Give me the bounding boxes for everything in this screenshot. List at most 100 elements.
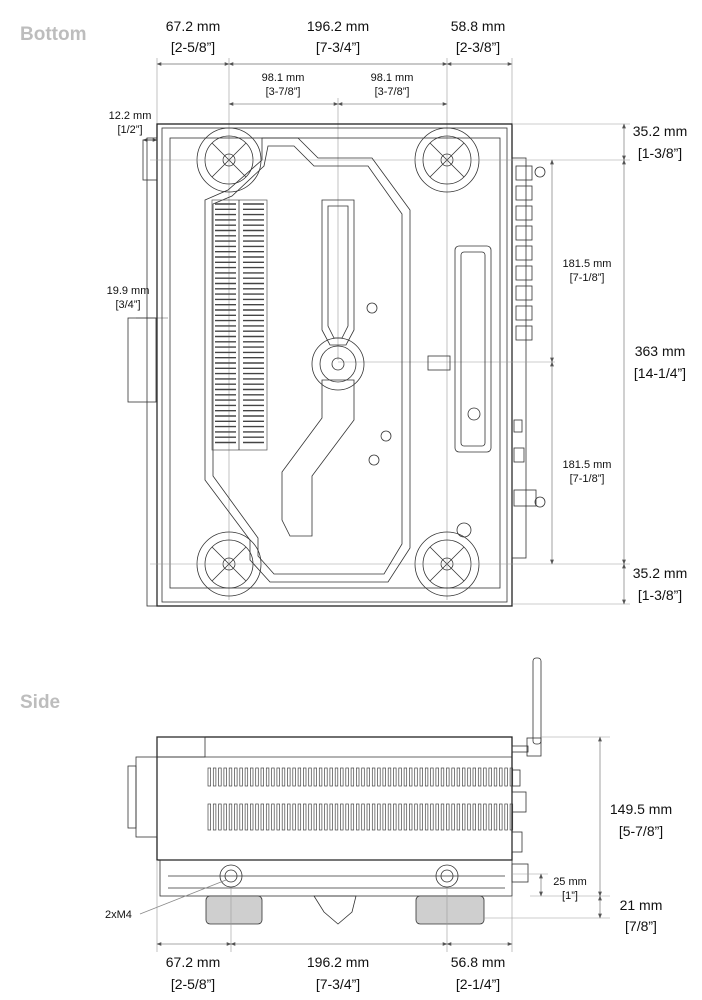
side-vent-slot bbox=[366, 803, 370, 831]
side-vent-slot bbox=[308, 803, 312, 831]
screw-m4-front bbox=[219, 864, 243, 888]
side-vent-slot bbox=[244, 803, 249, 831]
side-vent-slot bbox=[218, 803, 222, 831]
side-vent-slot bbox=[424, 767, 429, 787]
center-foot-side bbox=[313, 895, 357, 925]
side-vent-slot bbox=[340, 767, 344, 787]
side-vent-slot bbox=[318, 803, 323, 831]
side-vent-slot bbox=[287, 803, 291, 831]
center-stand bbox=[281, 199, 365, 537]
side-vent-slot bbox=[265, 803, 270, 831]
side-dim-rear-inch: [2-1/4”] bbox=[456, 976, 500, 992]
half-dim-right-mm: 98.1 mm bbox=[371, 72, 414, 84]
side-vent-slot bbox=[430, 803, 434, 831]
side-vent-slot bbox=[223, 803, 227, 831]
right-dim-bottom-inch: [1-3/8”] bbox=[638, 587, 682, 603]
side-height-inch: [5-7/8”] bbox=[619, 823, 663, 839]
side-vent-slot bbox=[303, 767, 307, 787]
side-vent-slot bbox=[228, 803, 233, 831]
side-vent-slot bbox=[451, 767, 455, 787]
side-vent-slot bbox=[239, 803, 243, 831]
side-vent-slot bbox=[477, 803, 482, 831]
side-vent-slot bbox=[366, 767, 370, 787]
side-vent-slot bbox=[350, 767, 355, 787]
side-vent-slot bbox=[281, 803, 286, 831]
side-vent-slot bbox=[244, 767, 249, 787]
side-vent-slot bbox=[456, 803, 461, 831]
side-vent-slot bbox=[329, 767, 333, 787]
side-vent-slot bbox=[260, 803, 264, 831]
side-vent-slot bbox=[488, 767, 492, 787]
side-vent-slot bbox=[446, 767, 450, 787]
side-vent-slot bbox=[371, 767, 376, 787]
side-vent-slot bbox=[250, 803, 254, 831]
side-vent-slot bbox=[440, 767, 445, 787]
ventilation-slots bbox=[211, 199, 268, 451]
side-vent-slot bbox=[345, 803, 349, 831]
side-vent-slot bbox=[276, 803, 280, 831]
side-vent-slot bbox=[340, 803, 344, 831]
side-vent-slot bbox=[483, 803, 487, 831]
side-vent-slot bbox=[255, 803, 259, 831]
side-vent-slot bbox=[361, 767, 365, 787]
side-dim-front-mm: 67.2 mm bbox=[166, 954, 220, 970]
side-base bbox=[159, 859, 513, 897]
side-vent-slot bbox=[234, 767, 238, 787]
rear-connectors bbox=[511, 157, 546, 559]
foot-side-rear bbox=[415, 895, 485, 925]
antenna bbox=[511, 657, 542, 757]
half-dim-right-inch: [3-7/8”] bbox=[375, 86, 410, 98]
grille bbox=[427, 355, 451, 371]
right-dim-depth-mm: 363 mm bbox=[635, 343, 686, 359]
side-vent-slot bbox=[446, 803, 450, 831]
foot-side-front bbox=[205, 895, 263, 925]
bottom-dim-front-offset-mm: 67.2 mm bbox=[166, 18, 220, 34]
side-vent-slot bbox=[303, 803, 307, 831]
side-vent-slot bbox=[382, 803, 386, 831]
bottom-dim-rear-offset-mm: 58.8 mm bbox=[451, 18, 505, 34]
side-vent-slot bbox=[488, 803, 492, 831]
right-dim-bottom-mm: 35.2 mm bbox=[633, 565, 687, 581]
side-vent-slot bbox=[334, 803, 339, 831]
side-vent-slot bbox=[409, 803, 413, 831]
side-base-inch: [1”] bbox=[562, 890, 578, 902]
side-vent-slot bbox=[356, 803, 360, 831]
rear-slot bbox=[454, 245, 492, 453]
side-vent-slot bbox=[297, 767, 302, 787]
side-vent-slot bbox=[371, 803, 376, 831]
bottom-dim-foot-spacing-inch: [7-3/4”] bbox=[316, 39, 360, 55]
side-vent-slot bbox=[334, 767, 339, 787]
side-vent-slot bbox=[414, 767, 418, 787]
side-vent-slot bbox=[419, 803, 423, 831]
side-vent-slot bbox=[281, 767, 286, 787]
left-dim-1-mm: 12.2 mm bbox=[109, 110, 152, 122]
side-vent-slot bbox=[265, 767, 270, 787]
side-vent-slot bbox=[382, 767, 386, 787]
side-vent-slot bbox=[361, 803, 365, 831]
side-dim-rear-mm: 56.8 mm bbox=[451, 954, 505, 970]
side-vent-slot bbox=[356, 767, 360, 787]
inner-dim-top-inch: [7-1/8”] bbox=[570, 272, 605, 284]
side-vent-slot bbox=[424, 803, 429, 831]
side-dim-middle-inch: [7-3/4”] bbox=[316, 976, 360, 992]
side-view-title: Side bbox=[20, 692, 60, 713]
side-vent-slot bbox=[207, 803, 211, 831]
side-dim-middle-mm: 196.2 mm bbox=[307, 954, 369, 970]
side-vent-slot bbox=[477, 767, 482, 787]
left-dim-1-inch: [1/2”] bbox=[117, 124, 142, 136]
chassis-channel bbox=[204, 137, 411, 583]
side-vent-slot bbox=[493, 803, 498, 831]
left-dim-2-inch: [3/4”] bbox=[115, 299, 140, 311]
side-vent-slot bbox=[228, 767, 233, 787]
side-vent-slot bbox=[212, 803, 217, 831]
side-vent-slot bbox=[292, 767, 296, 787]
side-vent-slot bbox=[387, 803, 392, 831]
side-vent-slot bbox=[483, 767, 487, 787]
side-vent-slot bbox=[308, 767, 312, 787]
side-vent-slot bbox=[260, 767, 264, 787]
side-vent-slot bbox=[499, 803, 503, 831]
side-vent-slot bbox=[462, 803, 466, 831]
side-vent-slot bbox=[287, 767, 291, 787]
side-vent-slot bbox=[409, 767, 413, 787]
screw-icon bbox=[467, 407, 481, 421]
